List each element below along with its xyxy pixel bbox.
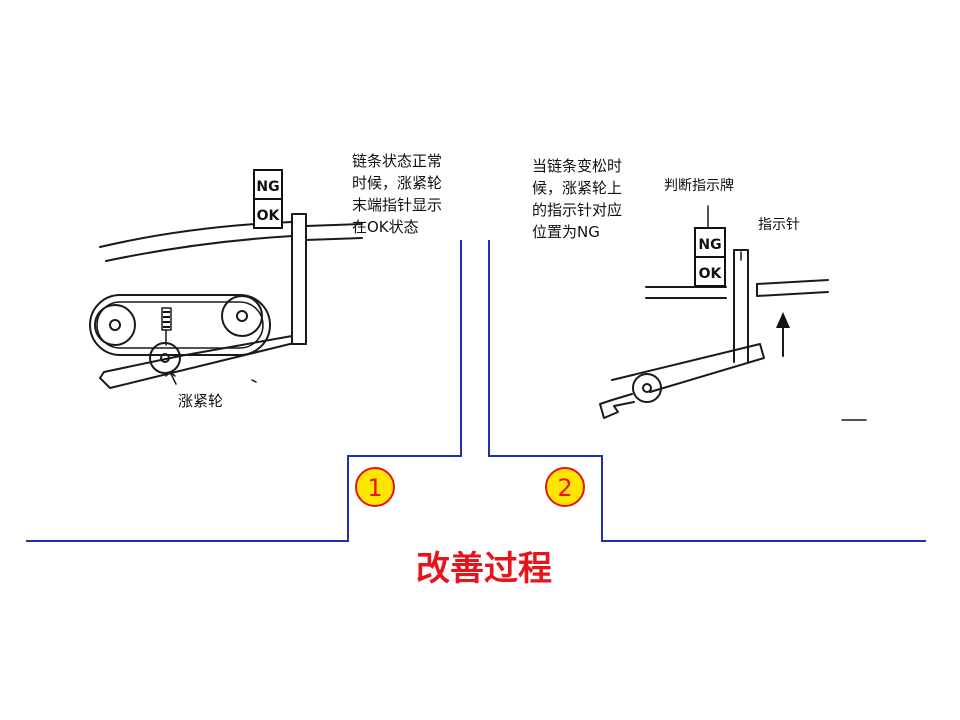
step2-ng-label: NG — [698, 237, 721, 253]
step2-ng-ok-sign — [694, 227, 726, 287]
step1-text-line: 时候，涨紧轮 — [352, 174, 442, 192]
step1-ok-label: OK — [257, 208, 281, 224]
step2-text-line: 位置为NG — [532, 223, 600, 241]
step1-text-line: 在OK状态 — [352, 218, 419, 236]
divider-line — [26, 240, 462, 542]
step2-sketch — [599, 205, 867, 421]
step1-ng-ok-sign — [253, 169, 283, 229]
page-title: 改善过程 — [416, 549, 552, 589]
step2-text-line: 候，涨紧轮上 — [532, 179, 622, 197]
step2-number: 2 — [557, 474, 572, 502]
step2-ok-label: OK — [699, 266, 723, 282]
step1-text-line: 链条状态正常 — [352, 152, 442, 170]
step1-number-badge — [355, 467, 395, 507]
sign-label: 判断指示牌 — [664, 177, 734, 194]
step2-text-line: 当链条变松时 — [532, 157, 622, 175]
step1-sketch — [89, 213, 363, 389]
tensioner-label: 涨紧轮 — [178, 392, 223, 410]
step2-number-badge — [545, 467, 585, 507]
divider-line — [488, 240, 926, 542]
step1-text-line: 末端指针显示 — [352, 196, 442, 214]
step2-text-line: 的指示针对应 — [532, 201, 622, 219]
pointer-label: 指示针 — [758, 217, 800, 233]
step1-number: 1 — [367, 474, 382, 502]
step1-ng-label: NG — [256, 179, 279, 195]
